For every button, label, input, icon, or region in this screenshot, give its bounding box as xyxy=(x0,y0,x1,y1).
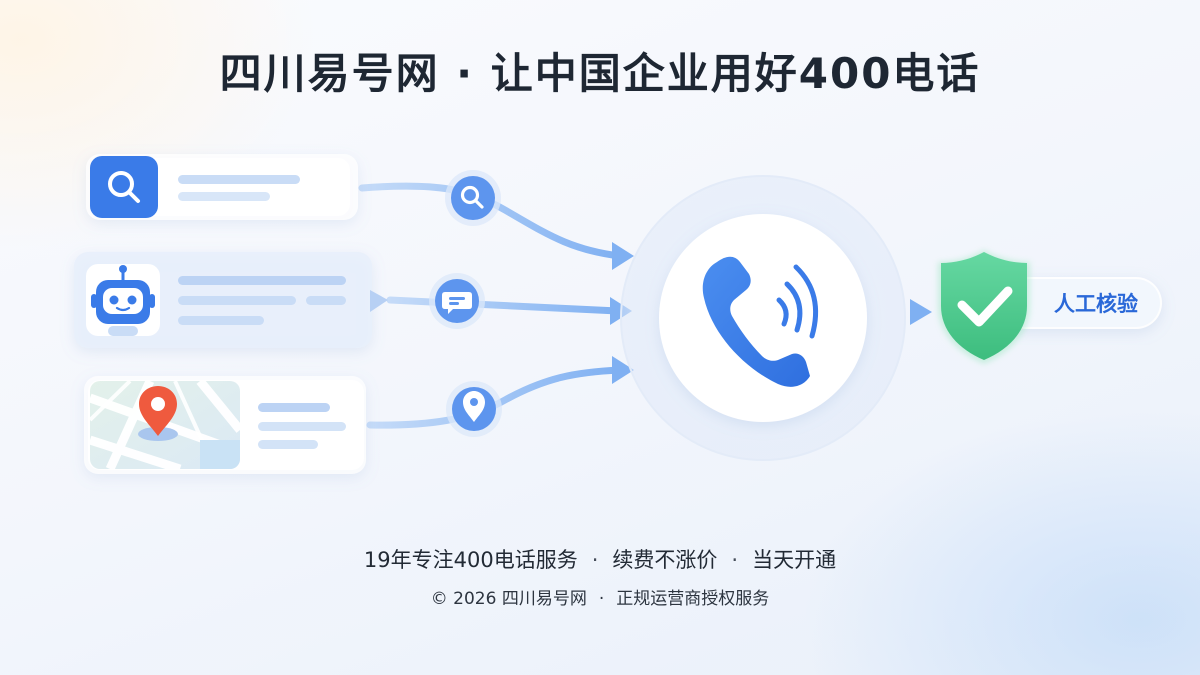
flow-arrowhead-1 xyxy=(612,242,634,270)
feature-separator: · xyxy=(731,548,739,572)
feature-separator: · xyxy=(591,548,599,572)
robot-card-line-3 xyxy=(306,296,346,305)
copyright-separator: · xyxy=(598,589,605,609)
map-card xyxy=(84,376,366,474)
verify-label: 人工核验 xyxy=(1054,292,1138,316)
shield-check-icon xyxy=(938,250,1030,364)
node-chat xyxy=(429,273,485,329)
copyright-line: © 2026 四川易号网 · 正规运营商授权服务 xyxy=(0,586,1200,612)
search-card-line-2 xyxy=(178,192,270,201)
robot-card xyxy=(74,252,388,348)
robot-card-line-4 xyxy=(178,316,264,325)
feature-years: 19年专注400电话服务 xyxy=(363,548,578,572)
copyright-authorization: 正规运营商授权服务 xyxy=(616,589,770,609)
feature-activation: 当天开通 xyxy=(752,548,837,572)
map-pin-icon xyxy=(139,386,177,436)
node-search xyxy=(445,170,501,226)
search-card-line-1 xyxy=(178,175,300,184)
flow-path-3 xyxy=(366,366,624,429)
feature-price: 续费不涨价 xyxy=(612,548,718,572)
flow-path-1 xyxy=(358,182,624,260)
map-card-line-1 xyxy=(258,403,330,412)
phone-icon xyxy=(702,256,819,387)
robot-icon xyxy=(91,265,155,336)
node-location xyxy=(446,381,502,437)
robot-card-pointer xyxy=(370,290,388,312)
verify-pill xyxy=(1000,277,1162,329)
chat-icon xyxy=(442,292,472,314)
location-icon xyxy=(463,391,485,422)
search-card xyxy=(86,154,358,220)
flow-path-2 xyxy=(386,296,622,315)
page-title: 四川易号网 · 让中国企业用好400电话 xyxy=(219,49,981,98)
flow-arrowhead-3 xyxy=(612,356,634,384)
robot-card-line-2 xyxy=(178,296,296,305)
search-icon xyxy=(460,185,484,209)
map-card-line-3 xyxy=(258,440,318,449)
map-card-line-2 xyxy=(258,422,346,431)
central-phone-hub xyxy=(620,175,906,461)
feature-strip: 19年专注400电话服务 · 续费不涨价 · 当天开通 xyxy=(0,544,1200,576)
copyright-owner: © 2026 四川易号网 xyxy=(430,589,587,609)
flow-arrowhead-out xyxy=(910,299,932,325)
robot-card-line-1 xyxy=(178,276,346,285)
search-icon xyxy=(108,171,140,203)
search-card-icon-tile xyxy=(90,156,158,218)
